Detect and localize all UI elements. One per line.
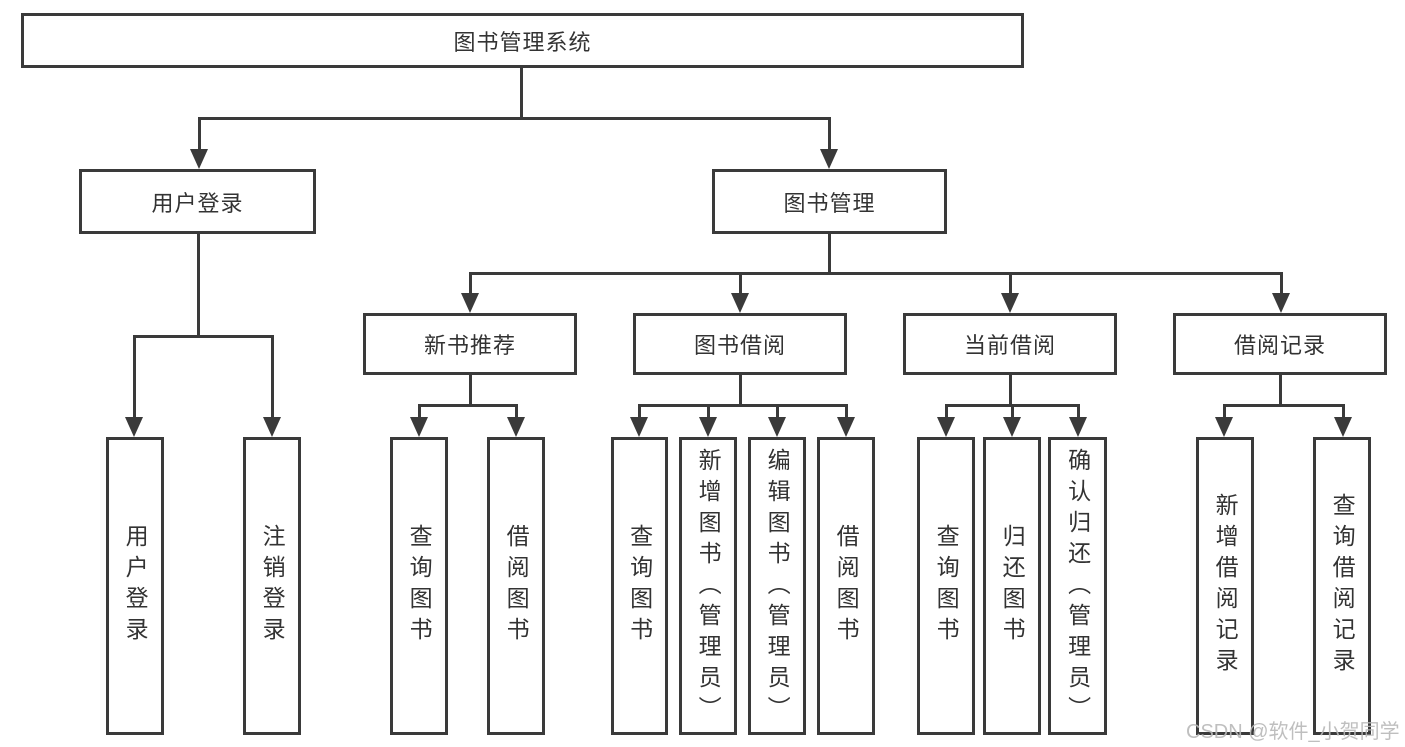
leaf-edit-books-admin: 编辑图书（管理员） (748, 437, 806, 735)
arrow-down-icon (937, 417, 955, 437)
leaf-borrow-books-recommend: 借阅图书 (487, 437, 545, 735)
node-new-book-recommendation: 新书推荐 (363, 313, 577, 375)
connector-line (1279, 375, 1282, 406)
node-label: 当前借阅 (963, 333, 1056, 358)
leaf-confirm-return-admin: 确认归还（管理员） (1048, 437, 1107, 735)
connector-line (638, 404, 848, 407)
connector-line (776, 404, 779, 420)
connector-line (707, 404, 710, 420)
arrow-down-icon (410, 417, 428, 437)
leaf-user-login: 用户登录 (106, 437, 164, 735)
leaf-query-books-recommend: 查询图书 (390, 437, 448, 735)
arrow-down-icon (731, 293, 749, 313)
node-label: 新书推荐 (423, 333, 516, 358)
connector-line (828, 234, 831, 274)
node-label: 借阅图书 (503, 524, 530, 648)
connector-line (828, 117, 831, 151)
node-borrowing-records: 借阅记录 (1173, 313, 1387, 375)
arrow-down-icon (630, 417, 648, 437)
leaf-add-borrow-record: 新增借阅记录 (1196, 437, 1254, 735)
arrow-down-icon (1334, 417, 1352, 437)
node-label: 编辑图书（管理员） (764, 448, 791, 727)
connector-line (945, 404, 948, 420)
arrow-down-icon (1272, 293, 1290, 313)
node-label: 确认归还（管理员） (1064, 448, 1091, 727)
connector-line (1009, 375, 1012, 406)
node-current-borrowing: 当前借阅 (903, 313, 1117, 375)
connector-line (845, 404, 848, 420)
connector-line (520, 68, 523, 118)
arrow-down-icon (768, 417, 786, 437)
node-label: 图书管理系统 (453, 29, 592, 55)
arrow-down-icon (1001, 293, 1019, 313)
connector-line (418, 404, 518, 407)
connector-line (1223, 404, 1345, 407)
connector-line (1280, 272, 1283, 295)
connector-line (515, 404, 518, 420)
node-label: 用户登录 (151, 190, 244, 216)
node-label: 查询图书 (406, 524, 433, 648)
arrow-down-icon (1215, 417, 1233, 437)
connector-line (198, 117, 830, 120)
arrow-down-icon (1069, 417, 1087, 437)
connector-line (198, 117, 201, 151)
node-library-management-system: 图书管理系统 (21, 13, 1024, 68)
leaf-return-books: 归还图书 (983, 437, 1041, 735)
leaf-query-books-borrowing: 查询图书 (611, 437, 668, 735)
connector-line (418, 404, 421, 420)
node-label: 图书借阅 (693, 333, 786, 358)
connector-line (133, 335, 274, 338)
node-label: 新增图书（管理员） (695, 448, 722, 727)
connector-line (133, 335, 136, 420)
connector-line (271, 335, 274, 420)
arrow-down-icon (461, 293, 479, 313)
connector-line (1011, 404, 1014, 420)
arrow-down-icon (699, 417, 717, 437)
node-label: 注销登录 (259, 524, 286, 648)
node-book-management-branch: 图书管理 (712, 169, 947, 234)
node-label: 查询借阅记录 (1329, 493, 1356, 679)
node-label: 归还图书 (999, 524, 1026, 648)
leaf-add-books-admin: 新增图书（管理员） (679, 437, 737, 735)
node-label: 图书管理 (783, 190, 876, 216)
leaf-query-borrow-record: 查询借阅记录 (1313, 437, 1371, 735)
node-label: 新增借阅记录 (1212, 493, 1239, 679)
leaf-borrow-books: 借阅图书 (817, 437, 875, 735)
csdn-watermark: CSDN @软件_小贺同学 (1186, 721, 1400, 743)
node-label: 查询图书 (933, 524, 960, 648)
leaf-query-books-current: 查询图书 (917, 437, 975, 735)
node-label: 借阅记录 (1233, 333, 1326, 358)
connector-line (469, 272, 1283, 275)
node-user-login-branch: 用户登录 (79, 169, 316, 234)
connector-line (638, 404, 641, 420)
arrow-down-icon (507, 417, 525, 437)
connector-line (1342, 404, 1345, 420)
connector-line (197, 234, 200, 337)
arrow-down-icon (190, 149, 208, 169)
connector-line (469, 272, 472, 295)
node-label: 查询图书 (626, 524, 653, 648)
leaf-logout: 注销登录 (243, 437, 301, 735)
node-label: 用户登录 (122, 524, 149, 648)
arrow-down-icon (125, 417, 143, 437)
arrow-down-icon (837, 417, 855, 437)
node-label: 借阅图书 (833, 524, 860, 648)
arrow-down-icon (820, 149, 838, 169)
connector-line (739, 272, 742, 295)
node-book-borrowing: 图书借阅 (633, 313, 847, 375)
connector-line (469, 375, 472, 406)
connector-line (1077, 404, 1080, 420)
arrow-down-icon (263, 417, 281, 437)
arrow-down-icon (1003, 417, 1021, 437)
connector-line (1009, 272, 1012, 295)
connector-line (1223, 404, 1226, 420)
connector-line (739, 375, 742, 406)
